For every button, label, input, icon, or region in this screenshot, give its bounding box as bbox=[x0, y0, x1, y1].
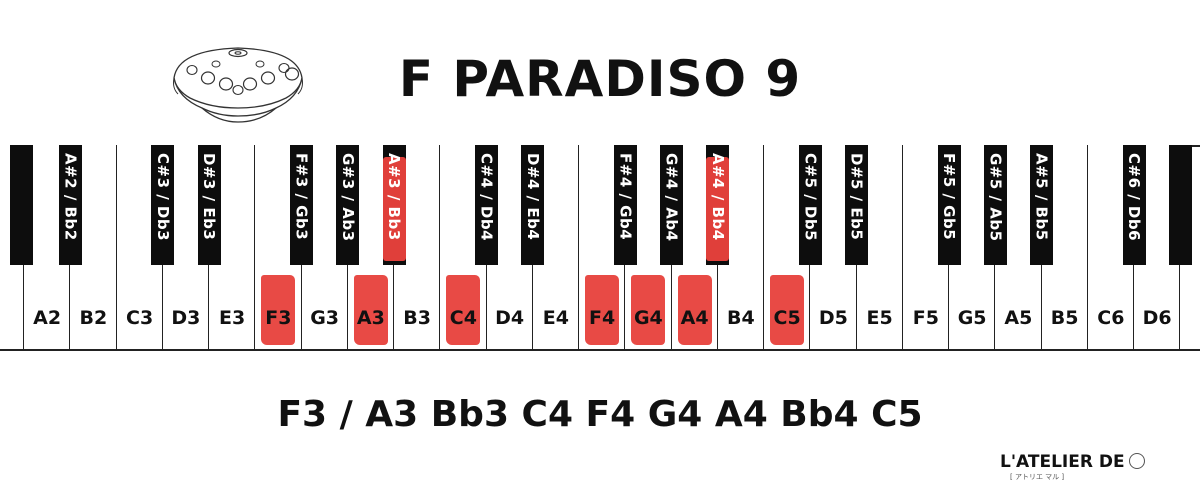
black-key-label: D#3 / Eb3 bbox=[200, 153, 218, 241]
black-key-label: G#3 / Ab3 bbox=[338, 153, 357, 242]
page-title: F PARADISO 9 bbox=[0, 50, 1200, 108]
black-key-label bbox=[10, 153, 33, 261]
key-highlight bbox=[261, 275, 296, 345]
piano-keyboard: A2 B2 C3 D3 E3 F3 G3 A3 B3 C4 D4 E4 F4 G4 A4 B4 C5 D5 E5 F5… bbox=[0, 145, 1200, 352]
black-key-label: C#3 / Db3 bbox=[153, 153, 172, 242]
black-key-label: A#5 / Bb5 bbox=[1032, 153, 1051, 241]
white-key-label: C4 bbox=[449, 307, 477, 329]
circle-icon bbox=[1128, 453, 1145, 469]
black-key-label: G#4 / Ab4 bbox=[662, 153, 681, 242]
page-title-text: F PARADISO 9 bbox=[398, 50, 802, 108]
key-highlight bbox=[677, 275, 712, 345]
keyboard-bottom-border bbox=[0, 349, 1200, 351]
black-key[interactable] bbox=[983, 145, 1007, 265]
white-key-label: A3 bbox=[356, 307, 385, 329]
white-key-label: B5 bbox=[1050, 307, 1079, 329]
white-key-label: D5 bbox=[818, 307, 848, 329]
black-key[interactable] bbox=[1030, 145, 1053, 265]
black-key-label: G#5 / Ab5 bbox=[986, 153, 1005, 242]
black-key-label: C#4 / Db4 bbox=[477, 153, 496, 242]
white-key-label: D4 bbox=[495, 307, 525, 329]
brand-text: L'ATELIER DE bbox=[1000, 452, 1125, 472]
white-key-label: C5 bbox=[773, 307, 801, 329]
key-highlight bbox=[585, 275, 620, 345]
handpan-icon bbox=[173, 47, 303, 123]
white-key-label: B3 bbox=[403, 307, 431, 329]
black-key-label: F#3 / Gb3 bbox=[292, 153, 311, 241]
black-key-label: A#3 / Bb3 bbox=[385, 153, 403, 241]
black-key-label bbox=[1169, 153, 1192, 261]
white-key-label: G5 bbox=[957, 307, 987, 329]
black-key-label: D#4 / Eb4 bbox=[523, 153, 542, 241]
black-key-label: D#5 / Eb5 bbox=[847, 153, 866, 241]
white-key-label: E4 bbox=[542, 307, 569, 329]
white-key-label: F3 bbox=[265, 307, 292, 329]
black-key-label: F#5 / Gb5 bbox=[940, 153, 958, 241]
black-key[interactable] bbox=[336, 145, 360, 265]
black-key[interactable] bbox=[613, 145, 637, 265]
black-key[interactable] bbox=[10, 145, 33, 265]
key-highlight bbox=[446, 275, 481, 345]
white-key-label: D6 bbox=[1142, 307, 1172, 329]
black-key-label: F#4 / Gb4 bbox=[616, 153, 635, 241]
white-key-label: F4 bbox=[589, 307, 616, 329]
black-key[interactable] bbox=[845, 145, 868, 265]
white-key-label: A2 bbox=[33, 307, 62, 329]
white-key-label: B4 bbox=[727, 307, 755, 329]
black-key[interactable] bbox=[58, 145, 82, 265]
black-key[interactable] bbox=[660, 145, 683, 265]
white-key-label: G4 bbox=[633, 307, 663, 329]
key-highlight bbox=[382, 157, 406, 261]
brand-logo: L'ATELIER DE bbox=[1000, 452, 1145, 472]
key-highlight bbox=[706, 157, 730, 261]
black-key[interactable] bbox=[151, 145, 175, 265]
white-key-label: C6 bbox=[1097, 307, 1125, 329]
white-key-label: B2 bbox=[79, 307, 108, 329]
black-key[interactable] bbox=[197, 145, 221, 265]
white-key-label: C3 bbox=[126, 307, 154, 329]
black-key[interactable] bbox=[475, 145, 498, 265]
brand-subtitle: [ アトリエ マル ] bbox=[1010, 473, 1065, 481]
white-key-label: F5 bbox=[912, 307, 939, 329]
key-highlight bbox=[631, 275, 666, 345]
black-key-label: C#5 / Db5 bbox=[801, 153, 820, 242]
white-key-label: G3 bbox=[310, 307, 340, 329]
black-key[interactable] bbox=[290, 145, 313, 265]
scale-notes: F3 / A3 Bb3 C4 F4 G4 A4 Bb4 C5 bbox=[277, 394, 923, 435]
black-key[interactable] bbox=[1122, 145, 1146, 265]
black-key[interactable] bbox=[521, 145, 545, 265]
black-key[interactable] bbox=[1168, 145, 1192, 265]
white-key-label: A5 bbox=[1004, 307, 1033, 329]
white-key-label: E5 bbox=[866, 307, 893, 329]
key-highlight bbox=[353, 275, 388, 345]
black-key-label: C#6 / Db6 bbox=[1125, 153, 1143, 242]
black-key-label: A#4 / Bb4 bbox=[708, 153, 727, 241]
key-highlight bbox=[770, 275, 805, 345]
white-key-label: A4 bbox=[680, 307, 709, 329]
white-key-label: D3 bbox=[171, 307, 201, 329]
black-key-label: A#2 / Bb2 bbox=[61, 153, 80, 241]
black-key[interactable] bbox=[937, 145, 961, 265]
black-key[interactable] bbox=[798, 145, 822, 265]
white-key-label: E3 bbox=[219, 307, 246, 329]
